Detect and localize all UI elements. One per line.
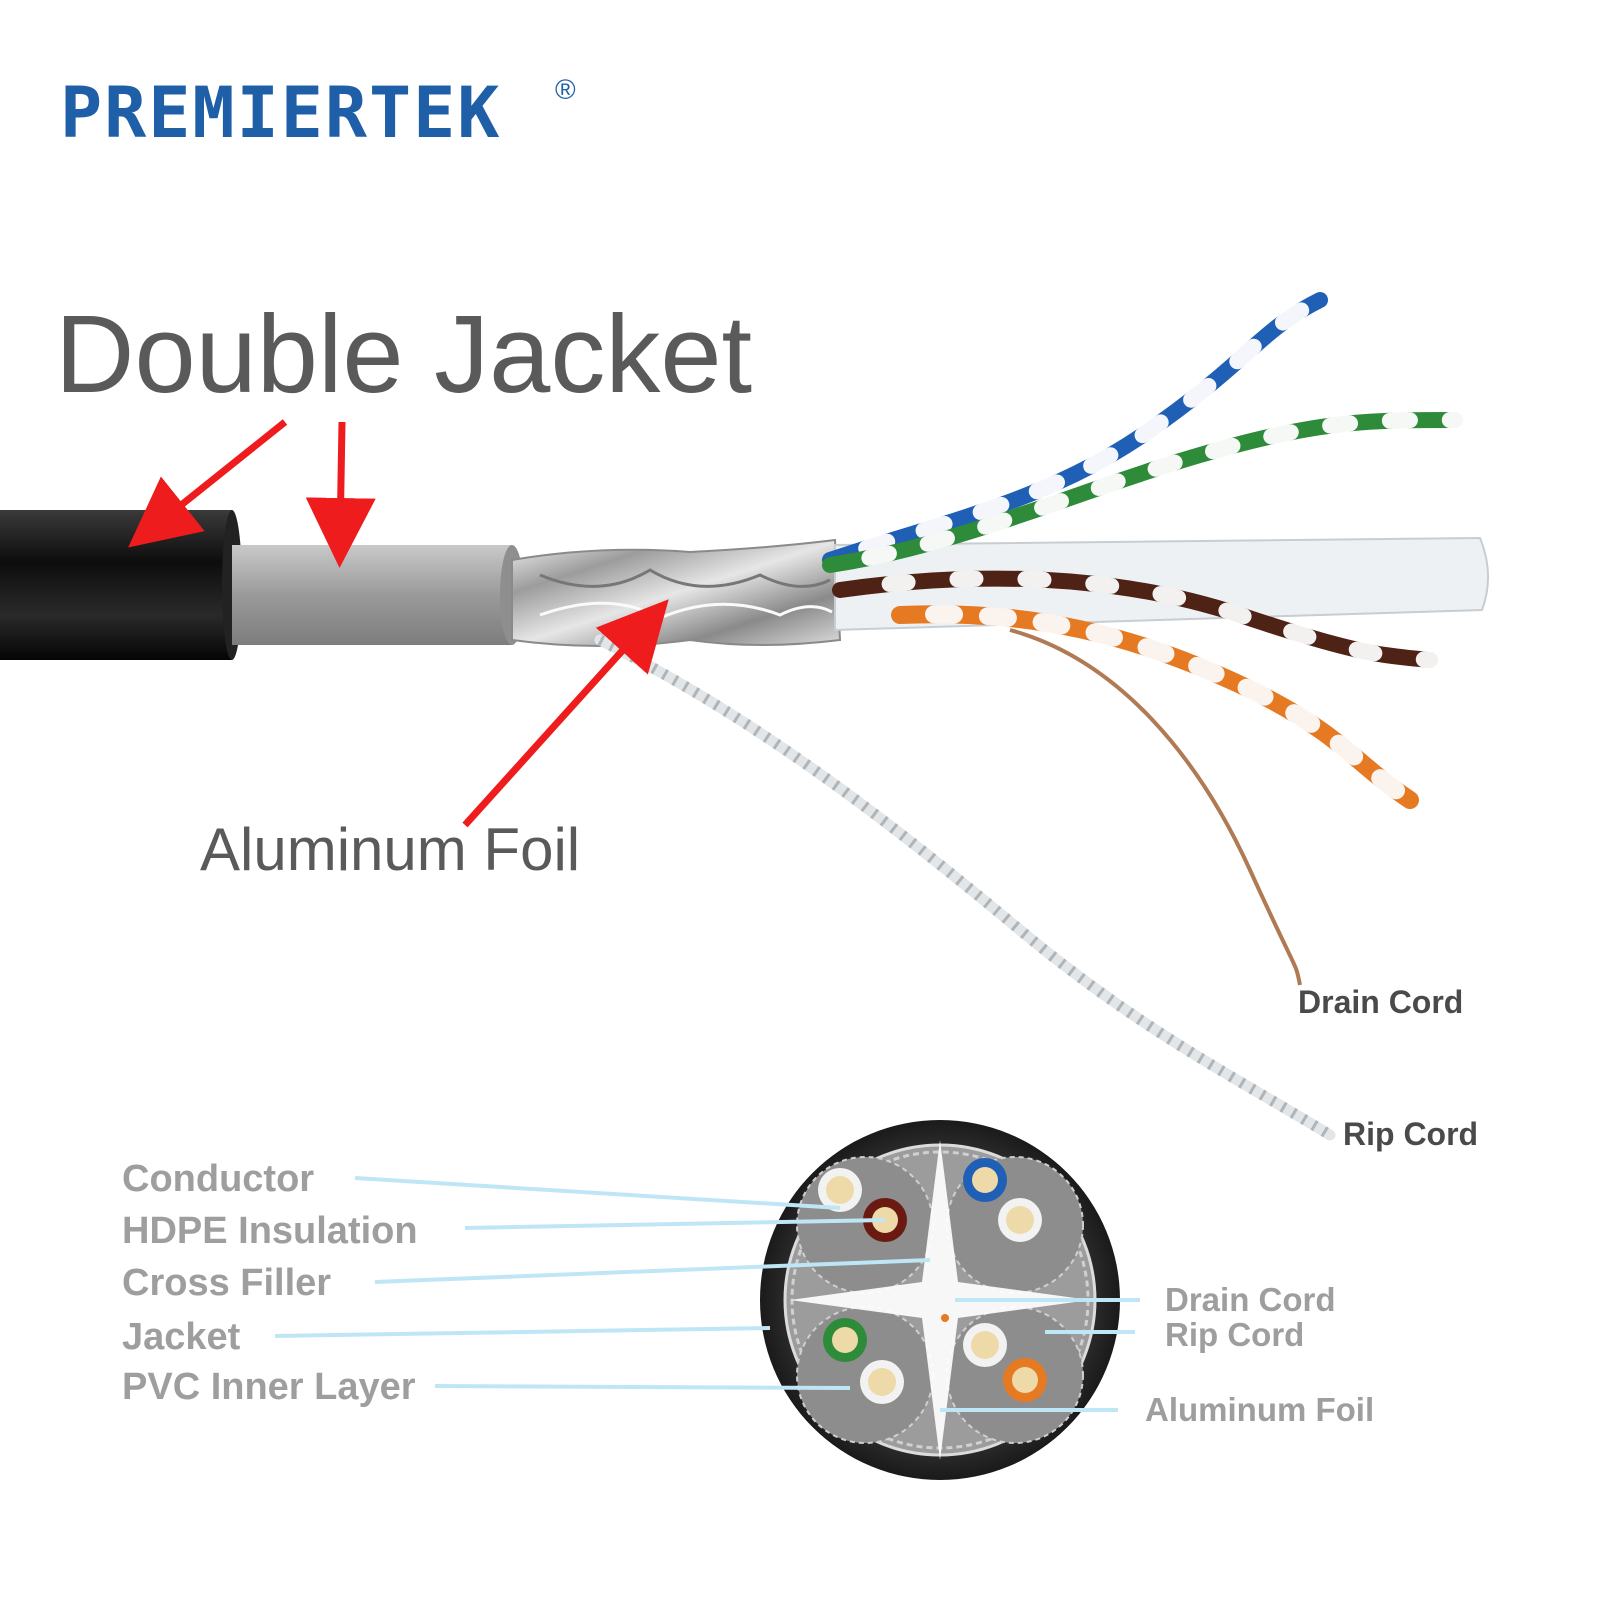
pair-blue <box>822 292 1328 568</box>
drain-cord-wire <box>1009 628 1302 986</box>
aluminum-foil-label: Aluminum Foil <box>200 816 581 883</box>
label-cross-filler: Cross Filler <box>122 1262 332 1304</box>
inner-jacket <box>232 545 512 645</box>
cs-drain-cord <box>941 1314 949 1322</box>
diagram-title: Double Jacket <box>55 293 753 416</box>
arrow-inner-jacket <box>305 421 376 568</box>
outer-jacket <box>0 510 232 660</box>
arrow-outer-jacket <box>128 419 288 548</box>
label-pvc-inner-layer: PVC Inner Layer <box>122 1366 416 1408</box>
cross-filler-sheet <box>834 536 1490 632</box>
arrow-aluminum-foil <box>462 599 669 828</box>
label-cs-aluminum-foil: Aluminum Foil <box>1145 1391 1375 1428</box>
drain-cord-label: Drain Cord <box>1298 984 1464 1020</box>
rip-cord-label: Rip Cord <box>1343 1116 1479 1152</box>
label-hdpe-insulation: HDPE Insulation <box>122 1210 418 1252</box>
leader-lines <box>274 1176 1140 1412</box>
label-cs-drain-cord: Drain Cord <box>1165 1281 1336 1318</box>
label-conductor: Conductor <box>122 1158 315 1200</box>
label-cs-rip-cord: Rip Cord <box>1165 1316 1305 1353</box>
cs-cross-filler <box>790 1140 1090 1460</box>
cross-section <box>760 1120 1120 1480</box>
rip-cord-wire <box>594 634 1336 1141</box>
brand-logo-text: PREMIERTEK <box>60 72 502 154</box>
aluminum-foil-shield <box>511 538 842 647</box>
brand-logo: PREMIERTEK <box>60 72 501 154</box>
label-jacket: Jacket <box>122 1316 241 1358</box>
registered-mark: ® <box>555 74 576 105</box>
